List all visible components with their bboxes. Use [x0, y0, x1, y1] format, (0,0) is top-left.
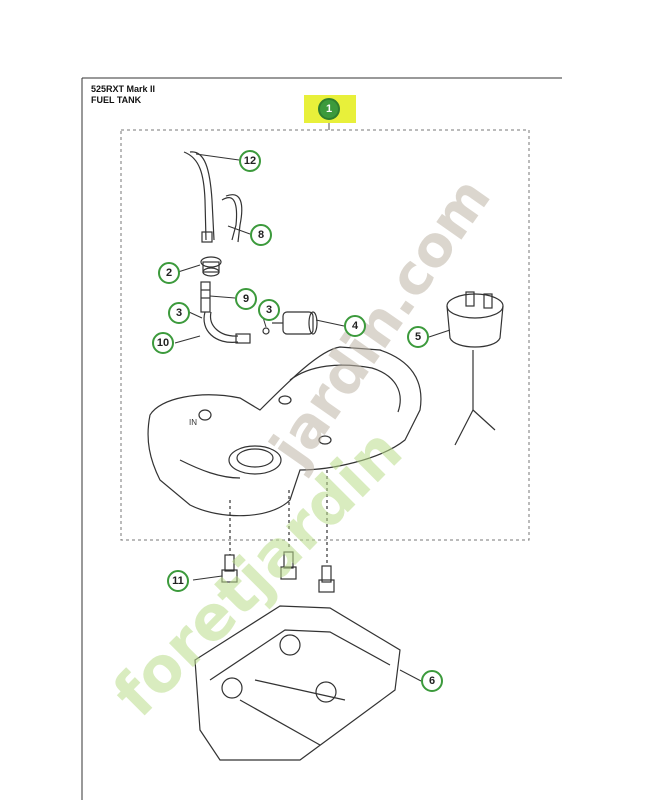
callout-3a: 3: [168, 302, 190, 324]
section-title: FUEL TANK: [91, 95, 142, 105]
callout-11: 11: [167, 570, 189, 592]
fuel-tank: [147, 346, 422, 517]
vent-hose: [189, 151, 215, 241]
tank-in-label: IN: [189, 418, 197, 427]
callout-12: 12: [239, 150, 261, 172]
callout-1: 1: [318, 98, 340, 120]
callout-6: 6: [421, 670, 443, 692]
watermark-bottom-text: foretjardin: [99, 414, 416, 731]
callout-8: 8: [250, 224, 272, 246]
callout-9: 9: [235, 288, 257, 310]
callout-3b: 3: [258, 299, 280, 321]
assembly-boundary: [120, 129, 530, 541]
callout-2: 2: [158, 262, 180, 284]
callout-5: 5: [407, 326, 429, 348]
protection-plate: [194, 605, 401, 761]
callout-10: 10: [152, 332, 174, 354]
callout-4: 4: [344, 315, 366, 337]
model-title: 525RXT Mark II: [91, 84, 156, 94]
